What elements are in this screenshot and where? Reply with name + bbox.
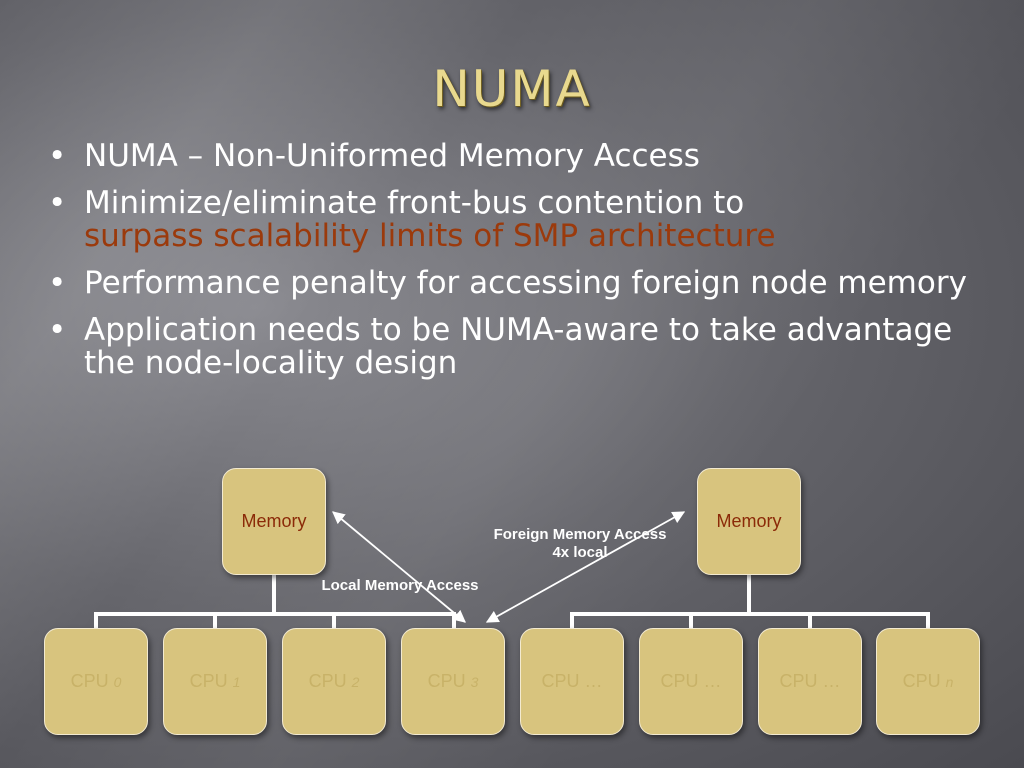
foreign-access-ratio: 4x local	[552, 544, 608, 561]
memory-node-left: Memory	[222, 468, 326, 575]
bullet-item: NUMA – Non-Uniformed Memory Access	[44, 138, 994, 174]
cpu-box: CPU n	[876, 628, 980, 735]
cpu-box: CPU 2	[282, 628, 386, 735]
bullet-text: Minimize/eliminate front-bus contention …	[84, 185, 745, 221]
foreign-access-label: Foreign Memory Access 4x local	[470, 526, 690, 562]
cpu-box: CPU 0	[44, 628, 148, 735]
memory-label: Memory	[716, 511, 782, 531]
cpu-box: CPU …	[520, 628, 624, 735]
cpu-label: CPU 2	[308, 671, 360, 691]
cpu-box: CPU 3	[401, 628, 505, 735]
cpu-label: CPU n	[902, 671, 954, 691]
cpu-box: CPU …	[758, 628, 862, 735]
local-access-label: Local Memory Access	[321, 577, 479, 594]
bullet-item: Application needs to be NUMA-aware to ta…	[44, 314, 994, 380]
cpu-box: CPU 1	[163, 628, 267, 735]
bullet-text: NUMA – Non-Uniformed Memory Access	[84, 138, 700, 174]
bullet-item: Minimize/eliminate front-bus contention …	[44, 187, 994, 253]
bullet-text: Performance penalty for accessing foreig…	[84, 265, 967, 301]
bullet-list: NUMA – Non-Uniformed Memory Access Minim…	[44, 140, 994, 394]
cpu-label: CPU 0	[70, 671, 122, 691]
right-node-bus	[570, 574, 930, 630]
cpu-label: CPU …	[541, 671, 603, 691]
slide-title: NUMA	[432, 60, 592, 118]
foreign-access-text: Foreign Memory Access	[493, 526, 667, 543]
cpu-label: CPU …	[779, 671, 841, 691]
cpu-box: CPU …	[639, 628, 743, 735]
cpu-label: CPU 3	[427, 671, 479, 691]
cpu-label: CPU …	[660, 671, 722, 691]
bullet-accent-text: surpass scalability limits of SMP archit…	[84, 218, 776, 254]
local-access-arrow	[332, 511, 466, 623]
bullet-text: Application needs to be NUMA-aware to ta…	[84, 312, 953, 381]
memory-label: Memory	[241, 511, 307, 531]
bullet-item: Performance penalty for accessing foreig…	[44, 265, 994, 301]
memory-node-right: Memory	[697, 468, 801, 575]
cpu-label: CPU 1	[189, 671, 241, 691]
